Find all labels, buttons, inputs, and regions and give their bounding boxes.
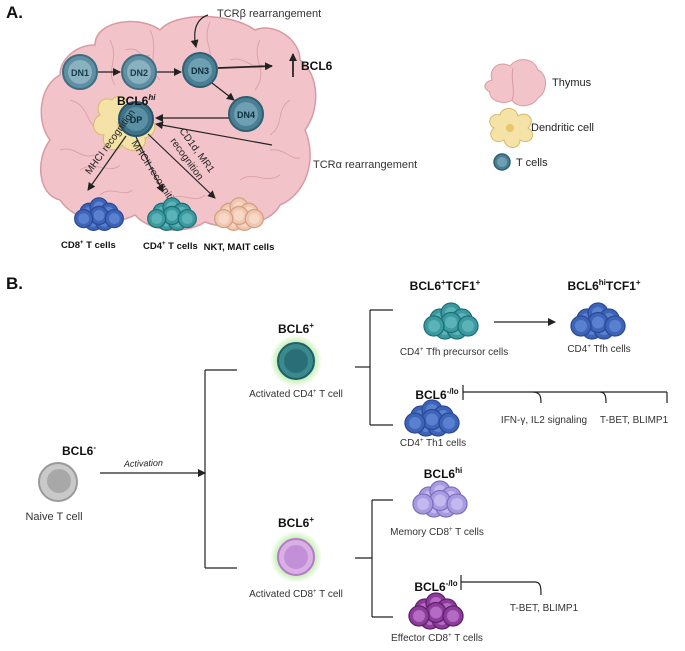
- memory-label: Memory CD8+ T cells: [390, 527, 484, 538]
- stage-cells: DN1 DN2 DN3 DN4 DP: [62, 52, 264, 137]
- th1-cluster: [404, 399, 460, 437]
- act-cd8-label: Activated CD8+ T cell: [249, 589, 343, 600]
- svg-text:DP: DP: [130, 115, 143, 125]
- dp-cell: DP: [118, 101, 154, 137]
- effector-head: BCL6-/lo: [414, 579, 457, 594]
- tfh-precursor-cluster: [423, 302, 479, 340]
- naive-label: Naive T cell: [25, 511, 82, 523]
- th1-label: CD4+ Th1 cells: [400, 438, 466, 449]
- act-cd8-bcl6-head: BCL6+: [278, 515, 314, 530]
- act-cd4-label: Activated CD4+ T cell: [249, 389, 343, 400]
- nkt-cell-cluster: [214, 197, 264, 231]
- stage-arrows: [87, 14, 273, 199]
- thymus-illustration: [39, 15, 317, 231]
- cd4-cell-cluster: [147, 197, 197, 231]
- svg-text:DN3: DN3: [191, 66, 209, 76]
- legend: Thymus Dendritic cell T cells: [484, 59, 594, 171]
- svg-text:DN4: DN4: [237, 110, 255, 120]
- legend-tcells: T cells: [516, 157, 548, 169]
- tfh-precursor-label: CD4+ Tfh precursor cells: [400, 347, 508, 358]
- tfh-head: BCL6hiTCF1+: [567, 278, 640, 293]
- legend-thymus: Thymus: [552, 77, 592, 89]
- naive-bcl6-head: BCL6-: [62, 443, 96, 458]
- th1-head: BCL6-/lo: [415, 387, 458, 402]
- bcl6-up-indicator: BCL6: [289, 53, 333, 77]
- memory-head: BCL6hi: [424, 466, 462, 481]
- effector-label: Effector CD8+ T cells: [391, 633, 483, 644]
- act-cd4-bcl6-head: BCL6+: [278, 321, 314, 336]
- panel-a-label: A.: [6, 3, 23, 22]
- tcra-label: TCRα rearrangement: [313, 159, 417, 171]
- ifn-il2-label: IFN-γ, IL2 signaling: [501, 415, 587, 426]
- cd8-cell-cluster: [74, 197, 124, 231]
- activation-label: Activation: [123, 458, 163, 469]
- tfh-label: CD4+ Tfh cells: [567, 344, 630, 355]
- panel-b-clusters: [404, 302, 626, 630]
- svg-text:BCL6: BCL6: [301, 59, 333, 73]
- legend-tcell-icon: [493, 153, 511, 171]
- svg-text:DN2: DN2: [130, 68, 148, 78]
- memory-cd8-cluster: [412, 480, 468, 518]
- activated-cd4-cell: [270, 335, 322, 387]
- dn4-cell: DN4: [228, 96, 264, 132]
- cd8-output-label: CD8+ T cells: [61, 240, 116, 251]
- dn1-cell: DN1: [62, 54, 98, 90]
- dn2-cell: DN2: [121, 54, 157, 90]
- dn3-cell: DN3: [182, 52, 218, 88]
- legend-dendritic: Dendritic cell: [531, 122, 594, 134]
- tfh-precursor-head: BCL6+TCF1+: [410, 278, 481, 293]
- nkt-output-label: NKT, MAIT cells: [204, 242, 275, 253]
- lineage-tree-lines: [100, 309, 668, 618]
- tfh-cluster: [570, 302, 626, 340]
- effector-cd8-cluster: [408, 592, 464, 630]
- legend-thymus-icon: [484, 59, 546, 107]
- tbet-blimp1-label-eff: T-BET, BLIMP1: [510, 603, 579, 614]
- output-clusters: [74, 197, 264, 231]
- svg-text:DN1: DN1: [71, 68, 89, 78]
- activated-cd8-cell: [270, 531, 322, 583]
- panel-b-label: B.: [6, 274, 23, 293]
- naive-t-cell: [38, 462, 78, 502]
- legend-dendritic-icon: [489, 107, 533, 148]
- bcl6hi-label: BCL6hi: [117, 93, 156, 108]
- cd4-output-label: CD4+ T cells: [143, 241, 198, 252]
- tbet-blimp1-label-th1: T-BET, BLIMP1: [600, 415, 669, 426]
- tcrb-label: TCRβ rearrangement: [217, 8, 321, 20]
